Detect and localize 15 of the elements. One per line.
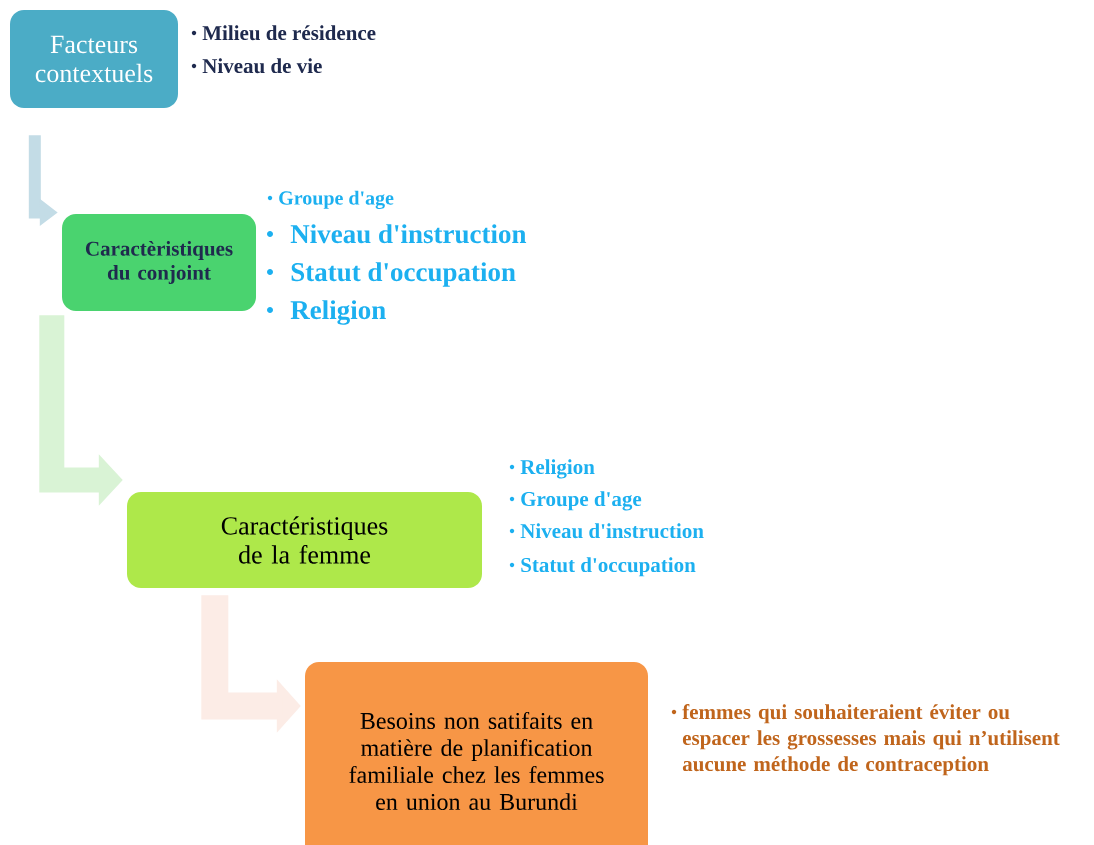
list-item: femmes qui souhaiteraient éviter ou espacer les grossesses mais qui n’utilisent aucune méthode de contraception <box>671 704 1060 776</box>
list-item: Groupe d'age <box>509 491 642 511</box>
list-item: Religion <box>267 300 386 325</box>
list-item: Statut d'occupation <box>267 262 516 287</box>
list-item: Niveau d'instruction <box>509 523 704 539</box>
list-item: Niveau d'instruction <box>267 224 527 244</box>
process-box: Facteurs contextuels <box>10 10 178 108</box>
list-item: Milieu de résidence <box>191 25 376 41</box>
process-box: Besoins non satifaits en matière de planification familiale chez les femmes en union au Burundi <box>305 662 648 845</box>
list-item: Statut d'occupation <box>509 557 696 577</box>
process-box: Caractèristiques du conjoint <box>62 214 256 311</box>
list-item: Religion <box>509 459 595 479</box>
list-item: Groupe d'age <box>267 190 394 209</box>
process-box: Caractéristiques de la femme <box>127 492 482 588</box>
list-item: Niveau de vie <box>191 58 322 74</box>
